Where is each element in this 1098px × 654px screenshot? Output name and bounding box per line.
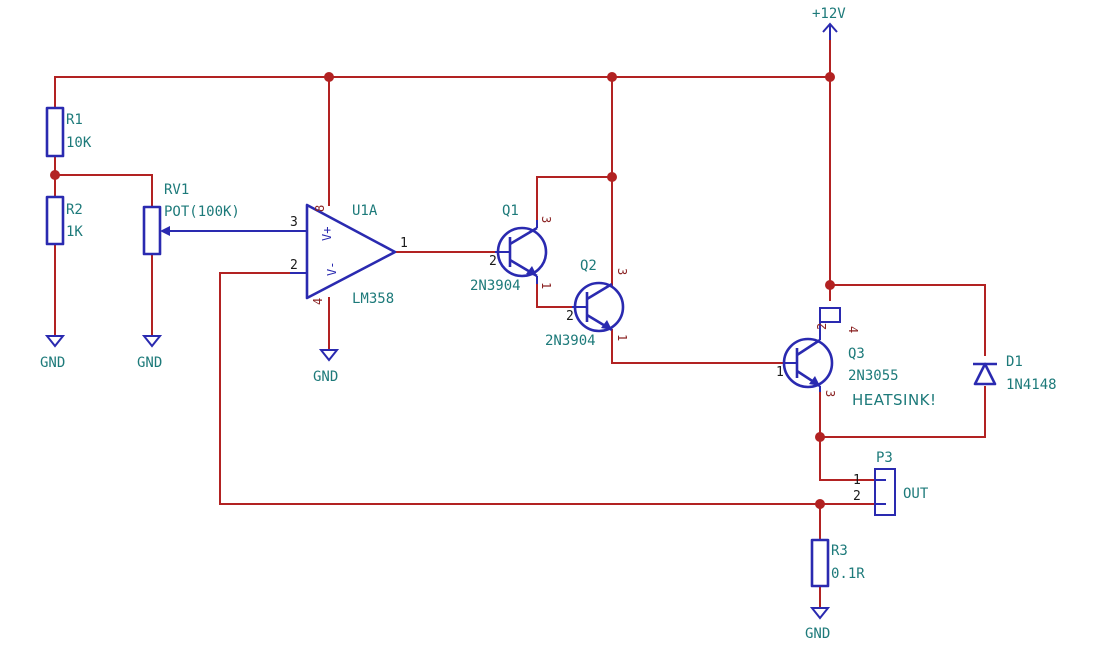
p3-pin1: 1 — [853, 473, 861, 488]
connector-p3: 1 2 P3 OUT — [853, 450, 929, 516]
u1-value: LM358 — [352, 291, 394, 307]
q3-pin4: 4 — [846, 326, 860, 333]
ground-opamp: GND — [313, 297, 340, 385]
supply-label: +12V — [812, 6, 846, 22]
emitter-arrow-icon — [526, 266, 537, 276]
u1-pin1: 1 — [400, 236, 408, 251]
transistor-q1: 2 3 1 Q1 2N3904 — [470, 203, 553, 294]
q3-value: 2N3055 — [848, 368, 899, 384]
opamp-triangle — [305, 203, 397, 300]
emitter-arrow-icon — [809, 376, 820, 386]
supply-symbol: +12V — [812, 6, 846, 40]
junction-dot — [50, 170, 60, 180]
junction-dot — [825, 72, 835, 82]
gnd-label: GND — [40, 355, 65, 371]
resistor-r1: R1 10K — [45, 106, 92, 158]
potentiometer-rv1: RV1 POT(100K) — [142, 182, 307, 256]
u1-pin3: 3 — [290, 215, 298, 230]
u1-vplus-label: V+ — [320, 227, 334, 241]
p3-pin2: 2 — [853, 489, 861, 504]
q2-pin-collector: 3 — [615, 268, 629, 275]
r1-value: 10K — [66, 135, 92, 151]
u1-ref: U1A — [352, 203, 378, 219]
junctions — [50, 72, 835, 509]
ground-r2: GND — [40, 335, 65, 371]
u1-pin2: 2 — [290, 258, 298, 273]
q1-pin-emitter: 1 — [539, 282, 553, 289]
r1-ref: R1 — [66, 112, 83, 128]
q1-value: 2N3904 — [470, 278, 521, 294]
u1-pin4: 4 — [311, 298, 325, 305]
opamp-u1a: 3 2 1 8 4 V+ V- U1A LM358 — [290, 203, 408, 307]
junction-dot — [607, 172, 617, 182]
q1-ref: Q1 — [502, 203, 519, 219]
diode-d1: D1 1N4148 — [973, 354, 1057, 393]
junction-dot — [815, 499, 825, 509]
q3-ref: Q3 — [848, 346, 865, 362]
q2-pin-emitter: 1 — [615, 334, 629, 341]
rv1-value: POT(100K) — [164, 204, 240, 220]
q3-pin-emitter: 3 — [823, 390, 837, 397]
q1-pin-collector: 3 — [539, 216, 553, 223]
u1-vminus-label: V- — [325, 262, 339, 276]
q3-pin-base: 1 — [776, 365, 784, 380]
q2-pin-base: 2 — [566, 309, 574, 324]
transistor-q3: 2 4 1 3 Q3 2N3055 HEATSINK! — [776, 307, 937, 409]
r3-ref: R3 — [831, 543, 848, 559]
ground-r3: GND — [805, 607, 830, 642]
gnd-label: GND — [313, 369, 338, 385]
wires — [54, 37, 986, 609]
r3-value: 0.1R — [831, 566, 865, 582]
d1-ref: D1 — [1006, 354, 1023, 370]
r2-value: 1K — [66, 224, 83, 240]
junction-dot — [815, 432, 825, 442]
transistor-q2: 2 3 1 Q2 2N3904 — [545, 258, 629, 349]
resistor-r2: R2 1K — [45, 195, 83, 246]
u1-pin8: 8 — [313, 205, 327, 212]
q3-heatsink-note: HEATSINK! — [852, 391, 937, 409]
gnd-label: GND — [805, 626, 830, 642]
q2-value: 2N3904 — [545, 333, 596, 349]
q1-pin-base: 2 — [489, 254, 497, 269]
gnd-label: GND — [137, 355, 162, 371]
junction-dot — [607, 72, 617, 82]
junction-dot — [324, 72, 334, 82]
emitter-arrow-icon — [601, 320, 612, 330]
q3-collector-tab — [819, 307, 841, 323]
rv1-ref: RV1 — [164, 182, 189, 198]
resistor-r3: R3 0.1R — [810, 538, 865, 588]
p3-value: OUT — [903, 486, 929, 502]
wiper-arrow-icon — [160, 226, 170, 236]
q2-ref: Q2 — [580, 258, 597, 274]
ground-pot: GND — [137, 253, 162, 371]
p3-ref: P3 — [876, 450, 893, 466]
r2-ref: R2 — [66, 202, 83, 218]
junction-dot — [825, 280, 835, 290]
q3-pin2: 2 — [815, 323, 829, 330]
d1-value: 1N4148 — [1006, 377, 1057, 393]
